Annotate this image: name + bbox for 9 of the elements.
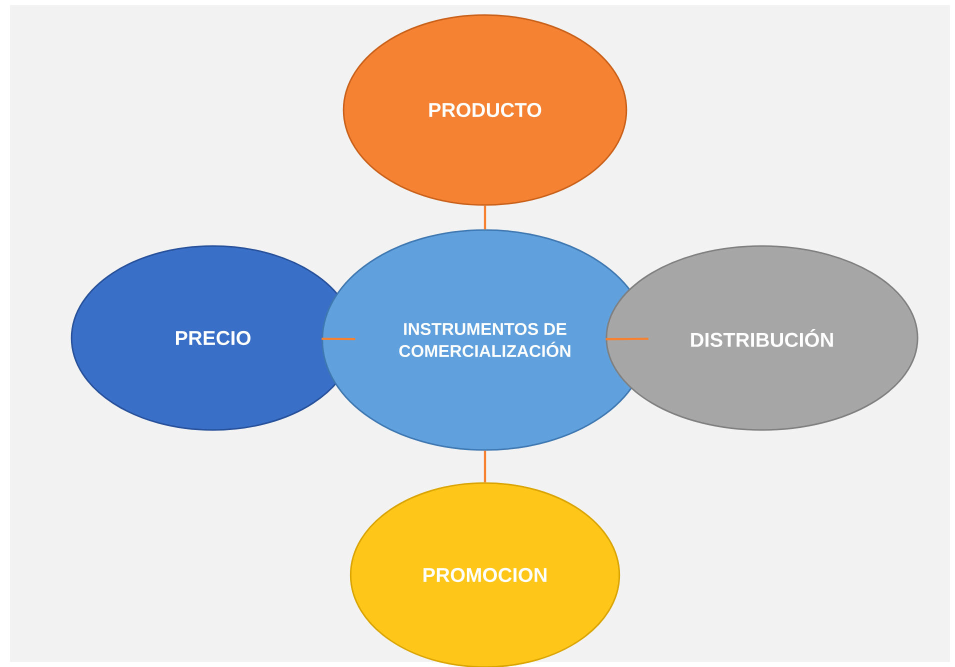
ellipse-node: PROMOCION (350, 482, 620, 667)
ellipse-node: DISTRIBUCIÓN (606, 245, 918, 431)
connector-line (484, 450, 486, 482)
connector-line (322, 338, 356, 340)
ellipse-node: PRODUCTO (342, 14, 628, 206)
connector-line (606, 338, 648, 340)
ellipse-node: INSTRUMENTOS DE COMERCIALIZACIÓN (322, 229, 648, 451)
ellipse-node: PRECIO (70, 245, 356, 431)
connector-line (484, 206, 486, 230)
